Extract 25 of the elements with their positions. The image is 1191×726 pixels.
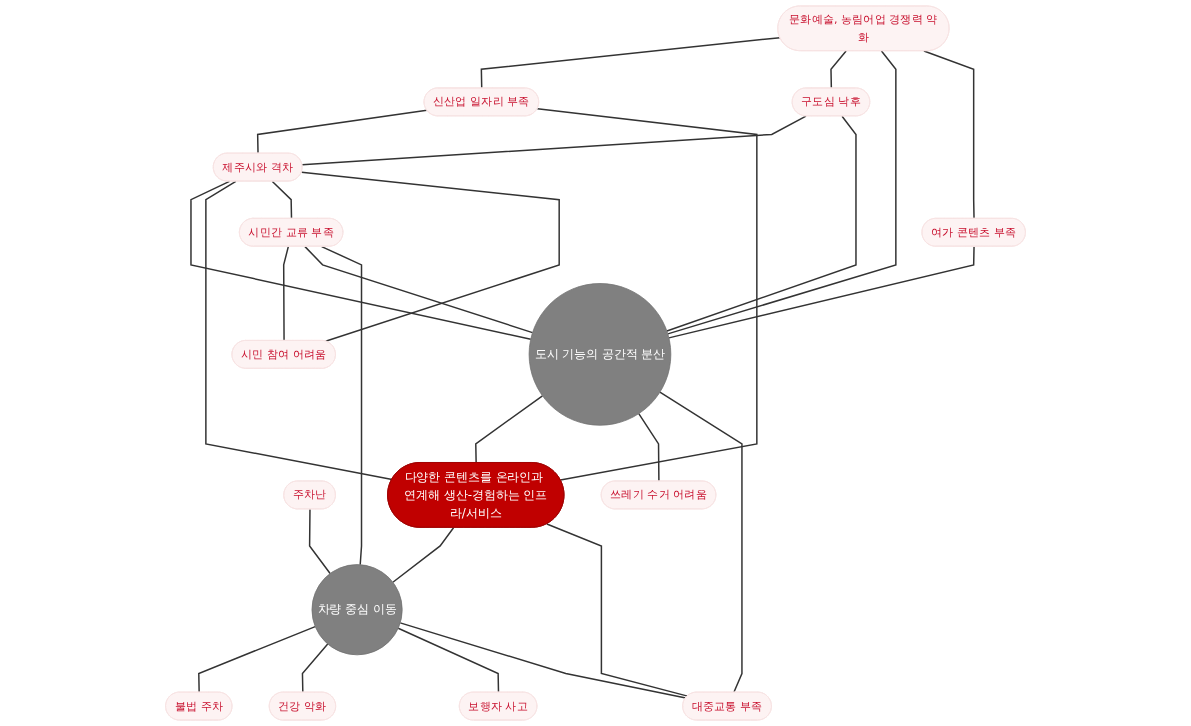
connector: [301, 643, 329, 694]
connector: [397, 627, 500, 694]
connector: [320, 245, 363, 566]
connector: [659, 391, 743, 694]
node-circle: 차량 중심 이동: [311, 564, 403, 656]
node-circle: 도시 기능의 공간적 분산: [528, 283, 672, 426]
connector: [668, 245, 975, 339]
connector: [546, 523, 689, 697]
connector: [475, 395, 544, 464]
connector: [300, 171, 560, 342]
connector: [282, 245, 290, 342]
connector: [536, 108, 758, 481]
connector: [308, 508, 331, 575]
connector: [205, 180, 393, 481]
connector: [666, 115, 857, 332]
connector: [256, 109, 428, 155]
connector: [190, 180, 532, 340]
connector: [667, 50, 897, 335]
connector: [271, 180, 293, 220]
connector: [923, 50, 975, 220]
connector: [392, 526, 455, 583]
connector: [304, 245, 534, 334]
connector: [198, 625, 316, 694]
connector: [399, 622, 687, 699]
connector: [301, 115, 807, 166]
